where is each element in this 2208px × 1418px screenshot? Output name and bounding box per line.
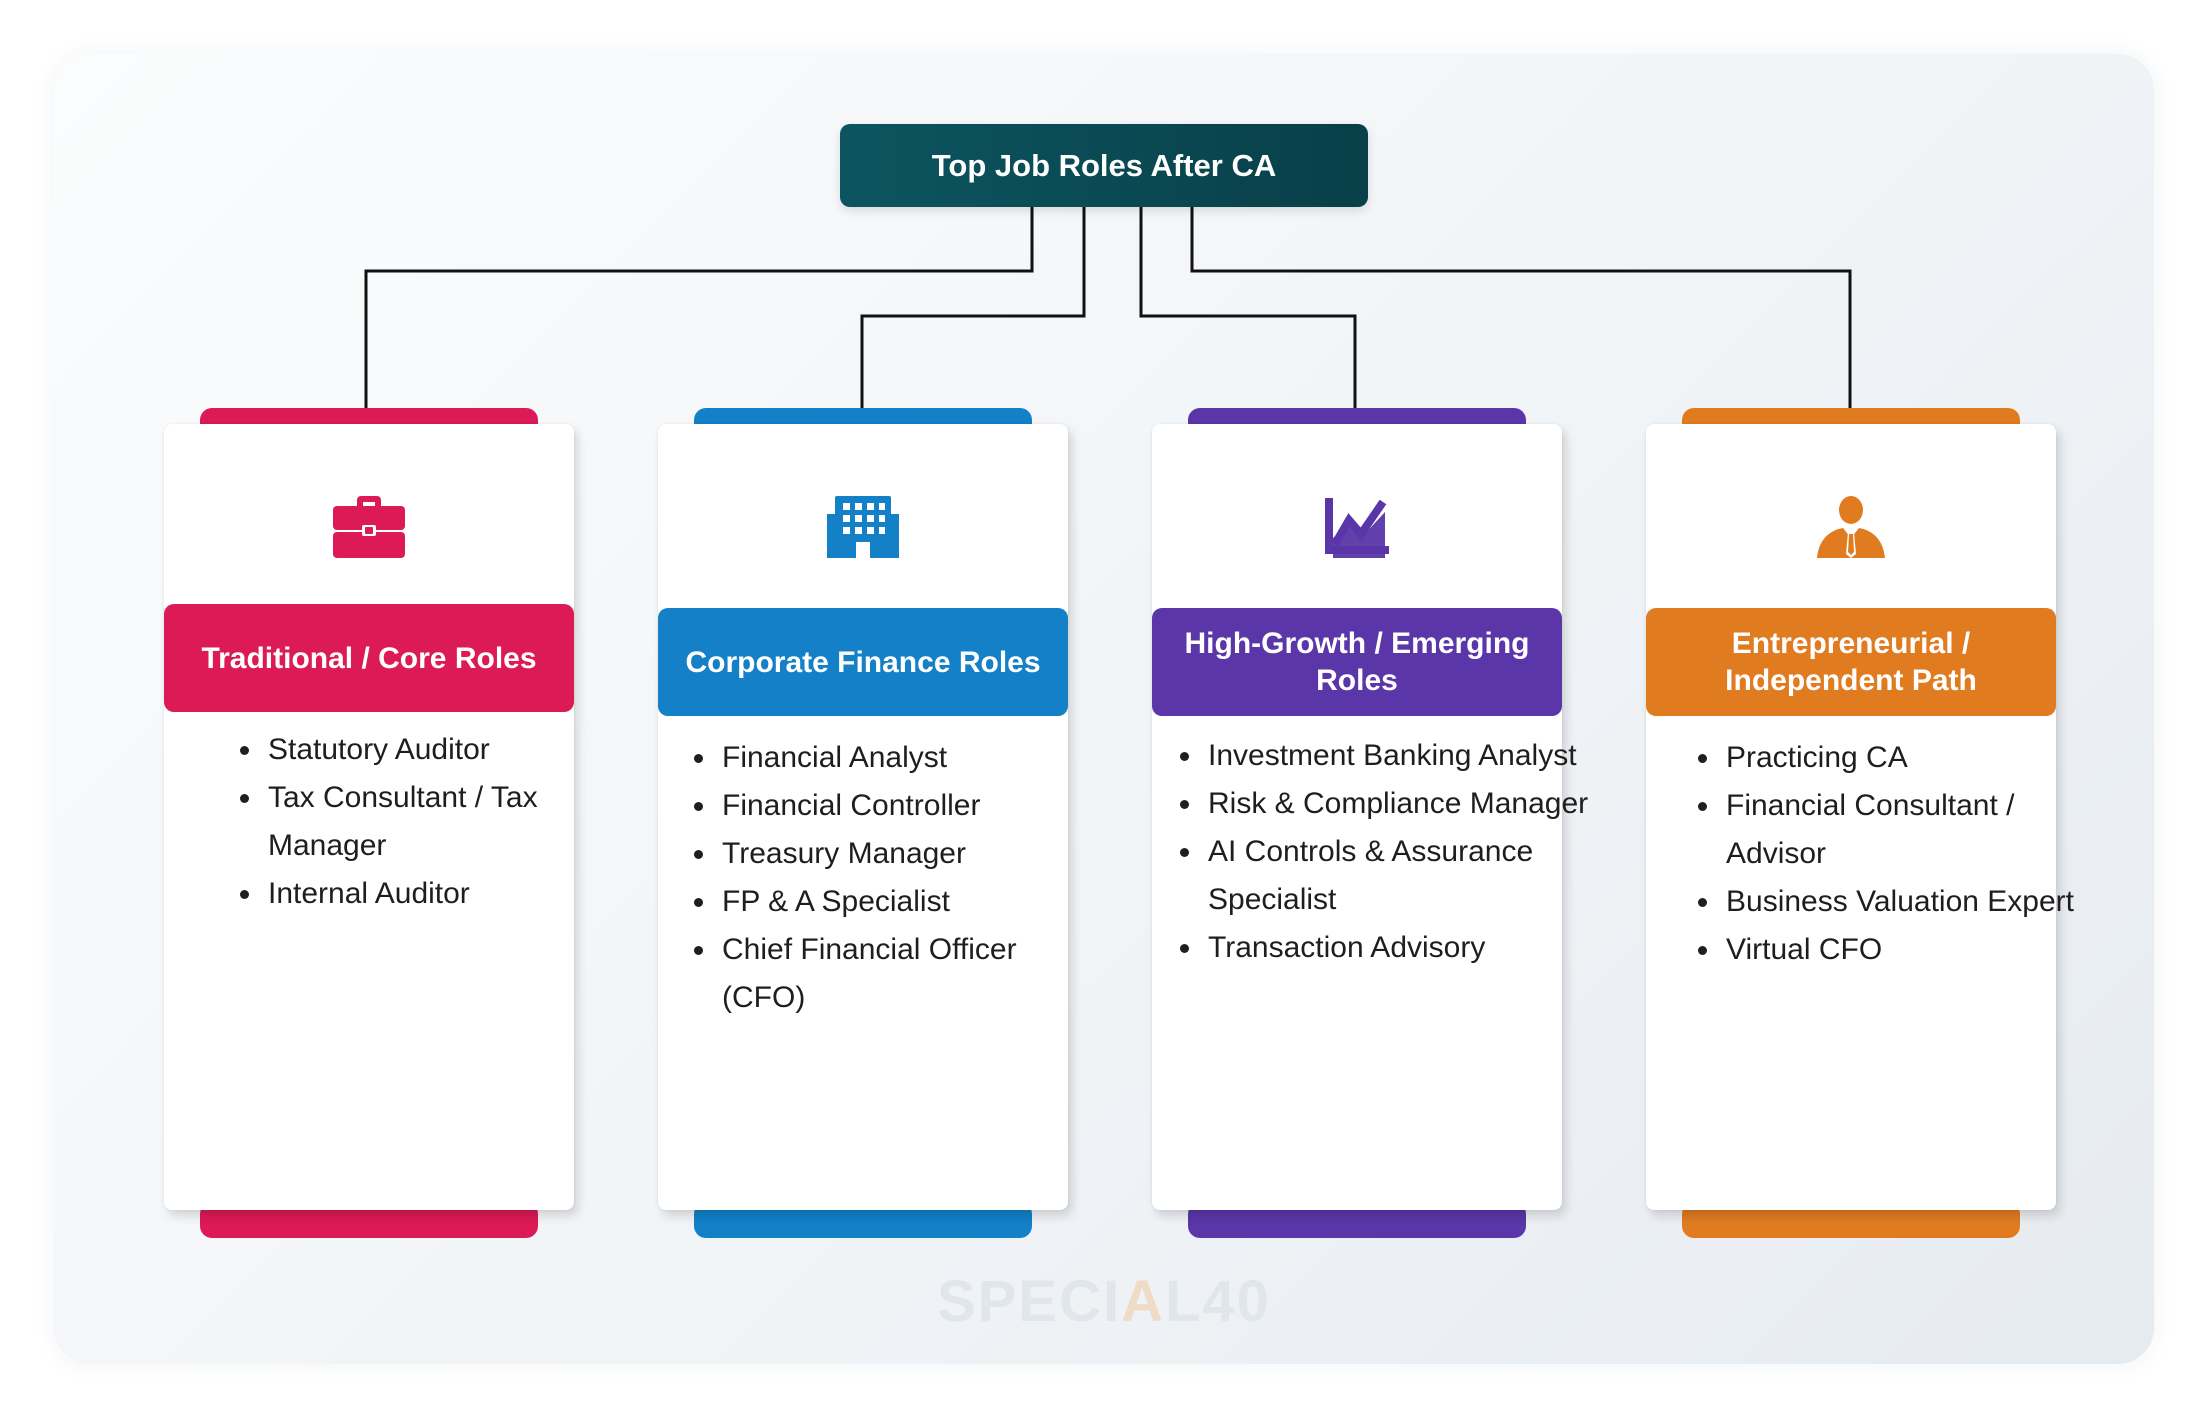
role-item: Treasury Manager <box>718 830 1088 878</box>
category-card-traditional: Traditional / Core Roles Statutory Audit… <box>164 408 574 1238</box>
role-item: Chief Financial Officer (CFO) <box>718 926 1088 1022</box>
category-title: Corporate Finance Roles <box>685 645 1041 679</box>
card-body: Traditional / Core Roles Statutory Audit… <box>164 424 574 1210</box>
role-item: Business Valuation Expert <box>1722 878 2082 926</box>
role-item: Financial Consultant / Advisor <box>1722 782 2082 878</box>
role-item: Practicing CA <box>1722 734 2082 782</box>
role-item: Financial Analyst <box>718 734 1088 782</box>
role-item: Financial Controller <box>718 782 1088 830</box>
root-node: Top Job Roles After CA <box>840 124 1368 207</box>
connector-to-entrepreneurial <box>1190 207 1852 408</box>
category-title: Entrepreneurial / Independent Path <box>1725 627 1977 697</box>
watermark-logo: SPECIAL40 <box>0 1268 2208 1335</box>
role-item: Transaction Advisory <box>1204 924 1589 972</box>
building-icon <box>827 496 899 558</box>
businessman-icon <box>1817 496 1885 558</box>
category-title-band: Corporate Finance Roles <box>658 608 1068 716</box>
root-title: Top Job Roles After CA <box>931 147 1277 183</box>
role-list: Practicing CA Financial Consultant / Adv… <box>1688 734 2082 974</box>
category-card-corporate-finance: Corporate Finance Roles Financial Analys… <box>658 408 1068 1238</box>
role-item: Risk & Compliance Manager <box>1204 780 1589 828</box>
category-title: Traditional / Core Roles <box>201 641 537 675</box>
card-body: Corporate Finance Roles Financial Analys… <box>658 424 1068 1210</box>
connector-to-corporate <box>860 207 1086 408</box>
category-title: High-Growth / Emerging Roles <box>1184 627 1530 697</box>
watermark-part: L40 <box>1165 1269 1271 1334</box>
role-list: Statutory Auditor Tax Consultant / Tax M… <box>230 726 564 918</box>
category-title-band: High-Growth / Emerging Roles <box>1152 608 1562 716</box>
trend-chart-icon <box>1325 498 1389 558</box>
card-body: Entrepreneurial / Independent Path Pract… <box>1646 424 2074 1210</box>
card-body: High-Growth / Emerging Roles Investment … <box>1152 424 1588 1210</box>
role-list: Financial Analyst Financial Controller T… <box>684 734 1088 1022</box>
role-item: Statutory Auditor <box>264 726 564 774</box>
role-item: AI Controls & Assurance Specialist <box>1204 828 1589 924</box>
category-title-band: Traditional / Core Roles <box>164 604 574 712</box>
role-item: FP & A Specialist <box>718 878 1088 926</box>
role-item: Internal Auditor <box>264 870 564 918</box>
connector-to-high-growth <box>1139 207 1357 408</box>
role-list: Investment Banking Analyst Risk & Compli… <box>1170 732 1589 972</box>
watermark-accent: A <box>1121 1269 1165 1334</box>
category-card-entrepreneurial: Entrepreneurial / Independent Path Pract… <box>1646 408 2074 1238</box>
role-item: Investment Banking Analyst <box>1204 732 1589 780</box>
role-item: Tax Consultant / Tax Manager <box>264 774 564 870</box>
watermark-part: SPECI <box>937 1269 1122 1334</box>
connector-to-traditional <box>364 207 1034 408</box>
briefcase-icon <box>333 496 405 558</box>
role-item: Virtual CFO <box>1722 926 2082 974</box>
category-card-high-growth: High-Growth / Emerging Roles Investment … <box>1152 408 1588 1238</box>
category-title-band: Entrepreneurial / Independent Path <box>1646 608 2056 716</box>
